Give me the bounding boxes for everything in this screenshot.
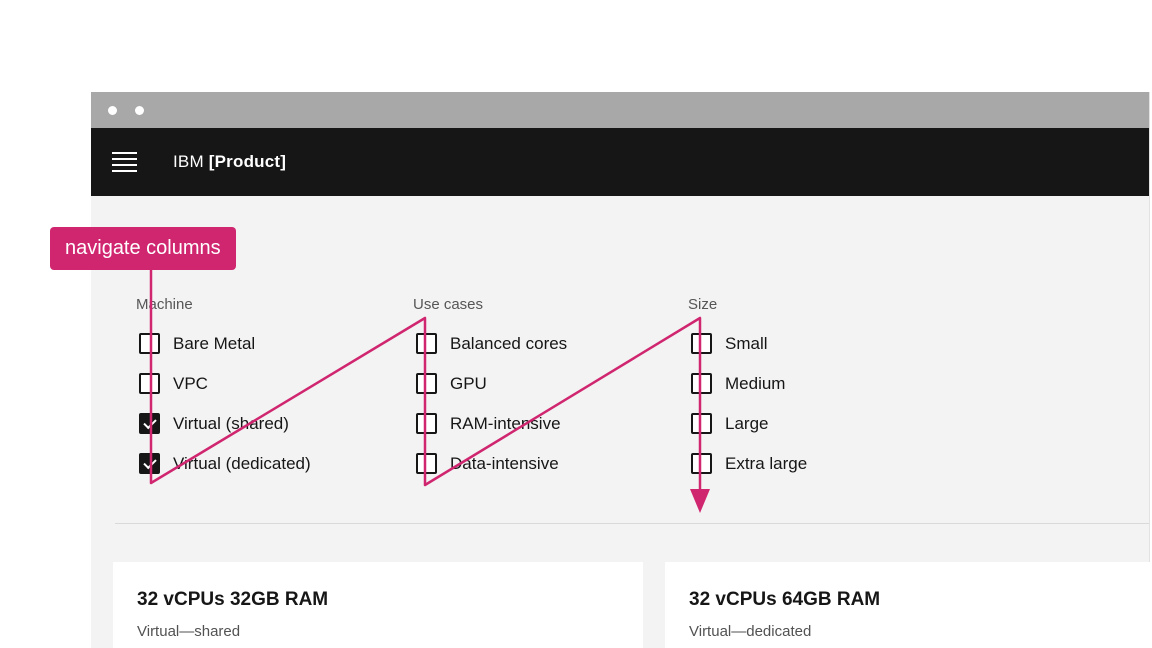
checkbox-row[interactable]: Bare Metal: [139, 333, 311, 354]
column-label: Size: [688, 296, 718, 313]
card-title: 32 vCPUs 64GB RAM: [689, 589, 881, 610]
checkbox-label: Bare Metal: [173, 333, 256, 353]
checkbox[interactable]: [691, 333, 712, 354]
checkbox-row[interactable]: Extra large: [691, 453, 807, 474]
checkbox-row[interactable]: Virtual (shared): [139, 413, 311, 434]
checkbox-label: VPC: [173, 373, 208, 393]
checkbox[interactable]: [139, 453, 160, 474]
checkbox-row[interactable]: Balanced cores: [416, 333, 567, 354]
brand-title: IBM [Product]: [173, 152, 286, 172]
checkbox-row[interactable]: VPC: [139, 373, 311, 394]
checkbox-label: Large: [725, 413, 769, 433]
checkbox-label: RAM-intensive: [450, 413, 561, 433]
checkbox-row[interactable]: Data-intensive: [416, 453, 567, 474]
checkbox-row[interactable]: Small: [691, 333, 807, 354]
column-label: Use cases: [413, 296, 484, 313]
checkbox-row[interactable]: RAM-intensive: [416, 413, 567, 434]
checkbox[interactable]: [416, 413, 437, 434]
filter-column-size: Size Small Medium Large Extra large: [688, 297, 807, 493]
brand-prefix: IBM: [173, 152, 204, 171]
checkbox-row[interactable]: Large: [691, 413, 807, 434]
checkbox[interactable]: [416, 453, 437, 474]
checkbox[interactable]: [416, 333, 437, 354]
annotation-tag: navigate columns: [50, 227, 236, 270]
checkbox-label: Data-intensive: [450, 453, 559, 473]
browser-window: IBM [Product] Machine Bare Metal VPC Vir…: [91, 92, 1150, 648]
card-subtitle: Virtual—shared: [137, 623, 241, 640]
column-label: Machine: [136, 296, 193, 313]
content-area: Machine Bare Metal VPC Virtual (shared) …: [91, 196, 1150, 648]
checkbox-label: Medium: [725, 373, 786, 393]
checkbox-label: Virtual (shared): [173, 413, 289, 433]
checkbox-label: Virtual (dedicated): [173, 453, 311, 473]
card-title: 32 vCPUs 32GB RAM: [137, 589, 329, 610]
checkbox-label: Small: [725, 333, 768, 353]
menu-icon[interactable]: [112, 152, 137, 172]
checkbox[interactable]: [139, 333, 160, 354]
brand-product: [Product]: [208, 152, 287, 171]
section-divider: [115, 523, 1149, 524]
checkbox[interactable]: [416, 373, 437, 394]
checkbox-row[interactable]: Medium: [691, 373, 807, 394]
checkbox-row[interactable]: GPU: [416, 373, 567, 394]
window-control-dot[interactable]: [135, 105, 144, 115]
checkbox[interactable]: [691, 453, 712, 474]
app-header: IBM [Product]: [91, 128, 1149, 196]
filter-column-use-cases: Use cases Balanced cores GPU RAM-intensi…: [413, 297, 567, 493]
checkbox-label: GPU: [450, 373, 487, 393]
checkbox[interactable]: [139, 413, 160, 434]
checkbox[interactable]: [691, 373, 712, 394]
filter-column-machine: Machine Bare Metal VPC Virtual (shared) …: [136, 297, 311, 493]
result-card[interactable]: 32 vCPUs 64GB RAM Virtual—dedicated: [665, 562, 1150, 648]
checkbox-label: Extra large: [725, 453, 808, 473]
result-card[interactable]: 32 vCPUs 32GB RAM Virtual—shared: [113, 562, 643, 648]
browser-title-bar: [91, 92, 1149, 128]
card-subtitle: Virtual—dedicated: [689, 623, 812, 640]
window-control-dot[interactable]: [108, 105, 117, 115]
checkbox-label: Balanced cores: [450, 333, 568, 353]
checkbox[interactable]: [139, 373, 160, 394]
checkbox-row[interactable]: Virtual (dedicated): [139, 453, 311, 474]
checkbox[interactable]: [691, 413, 712, 434]
